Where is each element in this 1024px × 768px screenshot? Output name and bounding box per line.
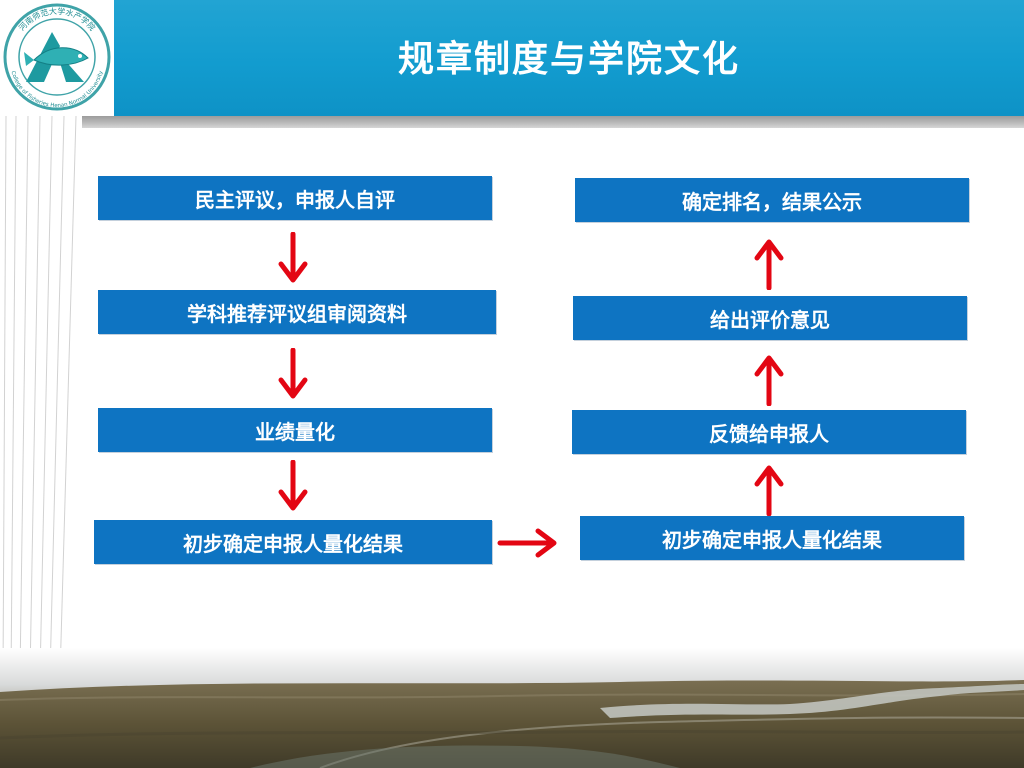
page-title: 规章制度与学院文化: [397, 39, 740, 80]
flow-box-left-2: 学科推荐评议组审阅资料: [98, 290, 496, 334]
flow-box-right-4: 初步确定申报人量化结果: [580, 516, 964, 560]
flow-box-left-3: 业绩量化: [98, 408, 492, 452]
college-logo: 河南师范大学水产学院 College of Fisheries Henan No…: [3, 3, 111, 111]
arrow-down-icon: [278, 460, 308, 511]
flow-box-right-1: 确定排名，结果公示: [575, 178, 969, 222]
flow-box-right-3: 反馈给申报人: [572, 410, 966, 454]
decorative-left-lines: [2, 116, 77, 676]
arrow-up-icon: [754, 465, 784, 516]
logo-area: 河南师范大学水产学院 College of Fisheries Henan No…: [0, 0, 114, 116]
arrow-right-icon: [497, 528, 557, 558]
arrow-up-icon: [754, 355, 784, 406]
fish-emblem-icon: [24, 32, 89, 82]
flow-box-left-1: 民主评议，申报人自评: [98, 176, 492, 220]
arrow-up-icon: [754, 239, 784, 290]
landscape-photo: [0, 648, 1024, 768]
flow-box-right-2: 给出评价意见: [573, 296, 967, 340]
arrow-down-icon: [278, 232, 308, 283]
arrow-down-icon: [278, 348, 308, 399]
header-bar: 规章制度与学院文化: [114, 0, 1024, 116]
header-rule: [82, 116, 1024, 128]
flow-box-left-4: 初步确定申报人量化结果: [94, 520, 492, 564]
